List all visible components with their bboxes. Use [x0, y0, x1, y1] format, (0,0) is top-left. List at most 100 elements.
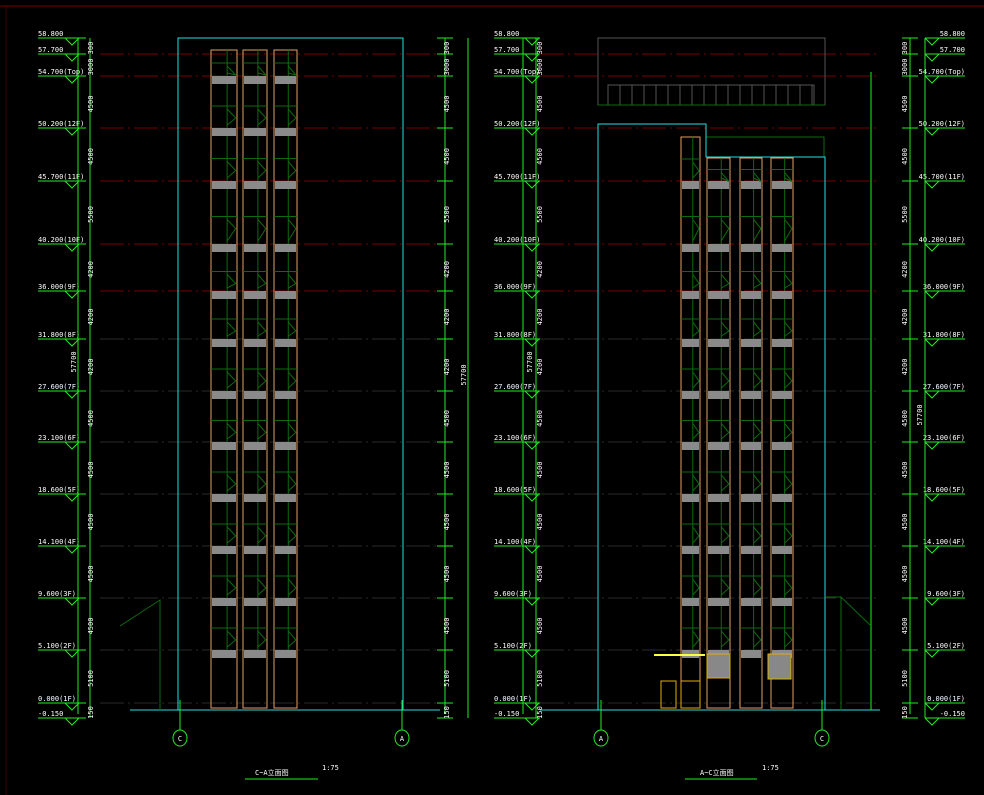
level-label: 50.200(12F): [919, 120, 965, 128]
floor-band: [682, 391, 699, 399]
level-label: -0.150: [940, 710, 965, 718]
dimension-value: 300: [87, 42, 95, 55]
window-opening-icon: [226, 474, 237, 492]
level-label: 9.600(3F): [38, 590, 76, 598]
level-label: 9.600(3F): [494, 590, 532, 598]
window-opening-icon: [287, 161, 297, 179]
floor-band: [741, 339, 761, 347]
level-mark-icon: [64, 290, 80, 299]
floor-band: [682, 494, 699, 502]
level-label: 18.600(5F): [923, 486, 965, 494]
level-mark-icon: [64, 649, 80, 658]
floor-band: [772, 181, 792, 189]
dimension-value: 4500: [443, 566, 451, 583]
dimension-value: 4500: [87, 96, 95, 113]
floor-band: [212, 76, 236, 84]
window-opening-icon: [257, 474, 267, 492]
window-opening-icon: [226, 423, 237, 440]
window-opening-icon: [753, 526, 762, 544]
dimension-value: 3000: [901, 59, 909, 76]
dimension-value: 4500: [536, 462, 544, 479]
dimension-value: 4200: [901, 309, 909, 326]
window-opening-icon: [692, 371, 700, 389]
floor-band: [708, 546, 729, 554]
floor-band: [212, 244, 236, 252]
floor-band: [244, 650, 266, 658]
level-label: 18.600(5F): [38, 486, 80, 494]
window-opening-icon: [287, 423, 297, 440]
level-mark-icon: [924, 493, 940, 502]
axis-label: C: [178, 735, 182, 743]
dimension-value: 4500: [443, 618, 451, 635]
window-opening-icon: [753, 630, 762, 648]
window-opening-icon: [257, 219, 267, 242]
level-mark-icon: [64, 441, 80, 450]
window-opening-icon: [720, 423, 730, 440]
level-label: 9.600(3F): [927, 590, 965, 598]
window-opening-icon: [753, 371, 762, 389]
level-mark-icon: [64, 597, 80, 606]
level-mark-icon: [64, 53, 80, 62]
window-opening-icon: [720, 321, 730, 337]
entrance-door: [660, 680, 677, 709]
floor-band: [741, 181, 761, 189]
floor-band: [275, 442, 296, 450]
level-mark-icon: [524, 545, 540, 554]
window-opening-icon: [692, 423, 700, 440]
window-opening-icon: [257, 108, 267, 126]
level-mark-icon: [524, 37, 540, 46]
level-label: 27.600(7F): [923, 383, 965, 391]
floor-band: [772, 339, 792, 347]
floor-band: [741, 244, 761, 252]
floor-band: [741, 546, 761, 554]
level-label: -0.150: [38, 710, 63, 718]
floor-band: [741, 391, 761, 399]
floor-band: [275, 181, 296, 189]
dimension-value: 4500: [87, 618, 95, 635]
floor-band: [682, 339, 699, 347]
elevation-c-a: 58.80057.70054.700(Top)50.200(12F)45.700…: [38, 30, 469, 747]
entrance-door: [680, 680, 701, 709]
axis-label: A: [599, 735, 604, 743]
floor-band: [275, 650, 296, 658]
window-column: [770, 157, 794, 709]
floor-band: [212, 128, 236, 136]
dimension-value: 300: [536, 42, 544, 55]
level-mark-icon: [64, 545, 80, 554]
dimension-value: 3000: [87, 59, 95, 76]
window-opening-icon: [287, 108, 297, 126]
dimension-value: 4500: [536, 514, 544, 531]
floor-band: [244, 76, 266, 84]
window-opening-icon: [720, 274, 730, 289]
level-label: 0.000(1F): [494, 695, 532, 703]
floor-band: [772, 391, 792, 399]
view-title-right: A~C立面图: [700, 768, 734, 777]
floor-band: [682, 244, 699, 252]
view-title-left: C~A立面图: [255, 768, 289, 777]
level-mark-icon: [64, 75, 80, 84]
axis-bubble: [172, 729, 188, 747]
dimension-value: 5500: [443, 206, 451, 223]
floor-band: [708, 291, 729, 299]
level-mark-icon: [924, 53, 940, 62]
window-column: [242, 49, 268, 709]
dimension-value: 5500: [87, 206, 95, 223]
dimension-value: 150: [443, 706, 451, 719]
side-stair-outline: [119, 599, 161, 710]
level-mark-icon: [524, 702, 540, 711]
floor-band: [212, 291, 236, 299]
dimension-value: 4500: [901, 566, 909, 583]
level-label: 23.100(6F): [923, 434, 965, 442]
dimension-value: 4200: [443, 359, 451, 376]
floor-band: [244, 181, 266, 189]
dimension-value: 4500: [443, 148, 451, 165]
level-label: 58.800: [940, 30, 965, 38]
window-column: [210, 49, 238, 709]
floor-band: [708, 339, 729, 347]
window-opening-icon: [226, 65, 238, 76]
level-label: 0.000(1F): [927, 695, 965, 703]
window-opening-icon: [784, 578, 793, 596]
floor-band: [741, 494, 761, 502]
window-opening-icon: [257, 630, 267, 648]
